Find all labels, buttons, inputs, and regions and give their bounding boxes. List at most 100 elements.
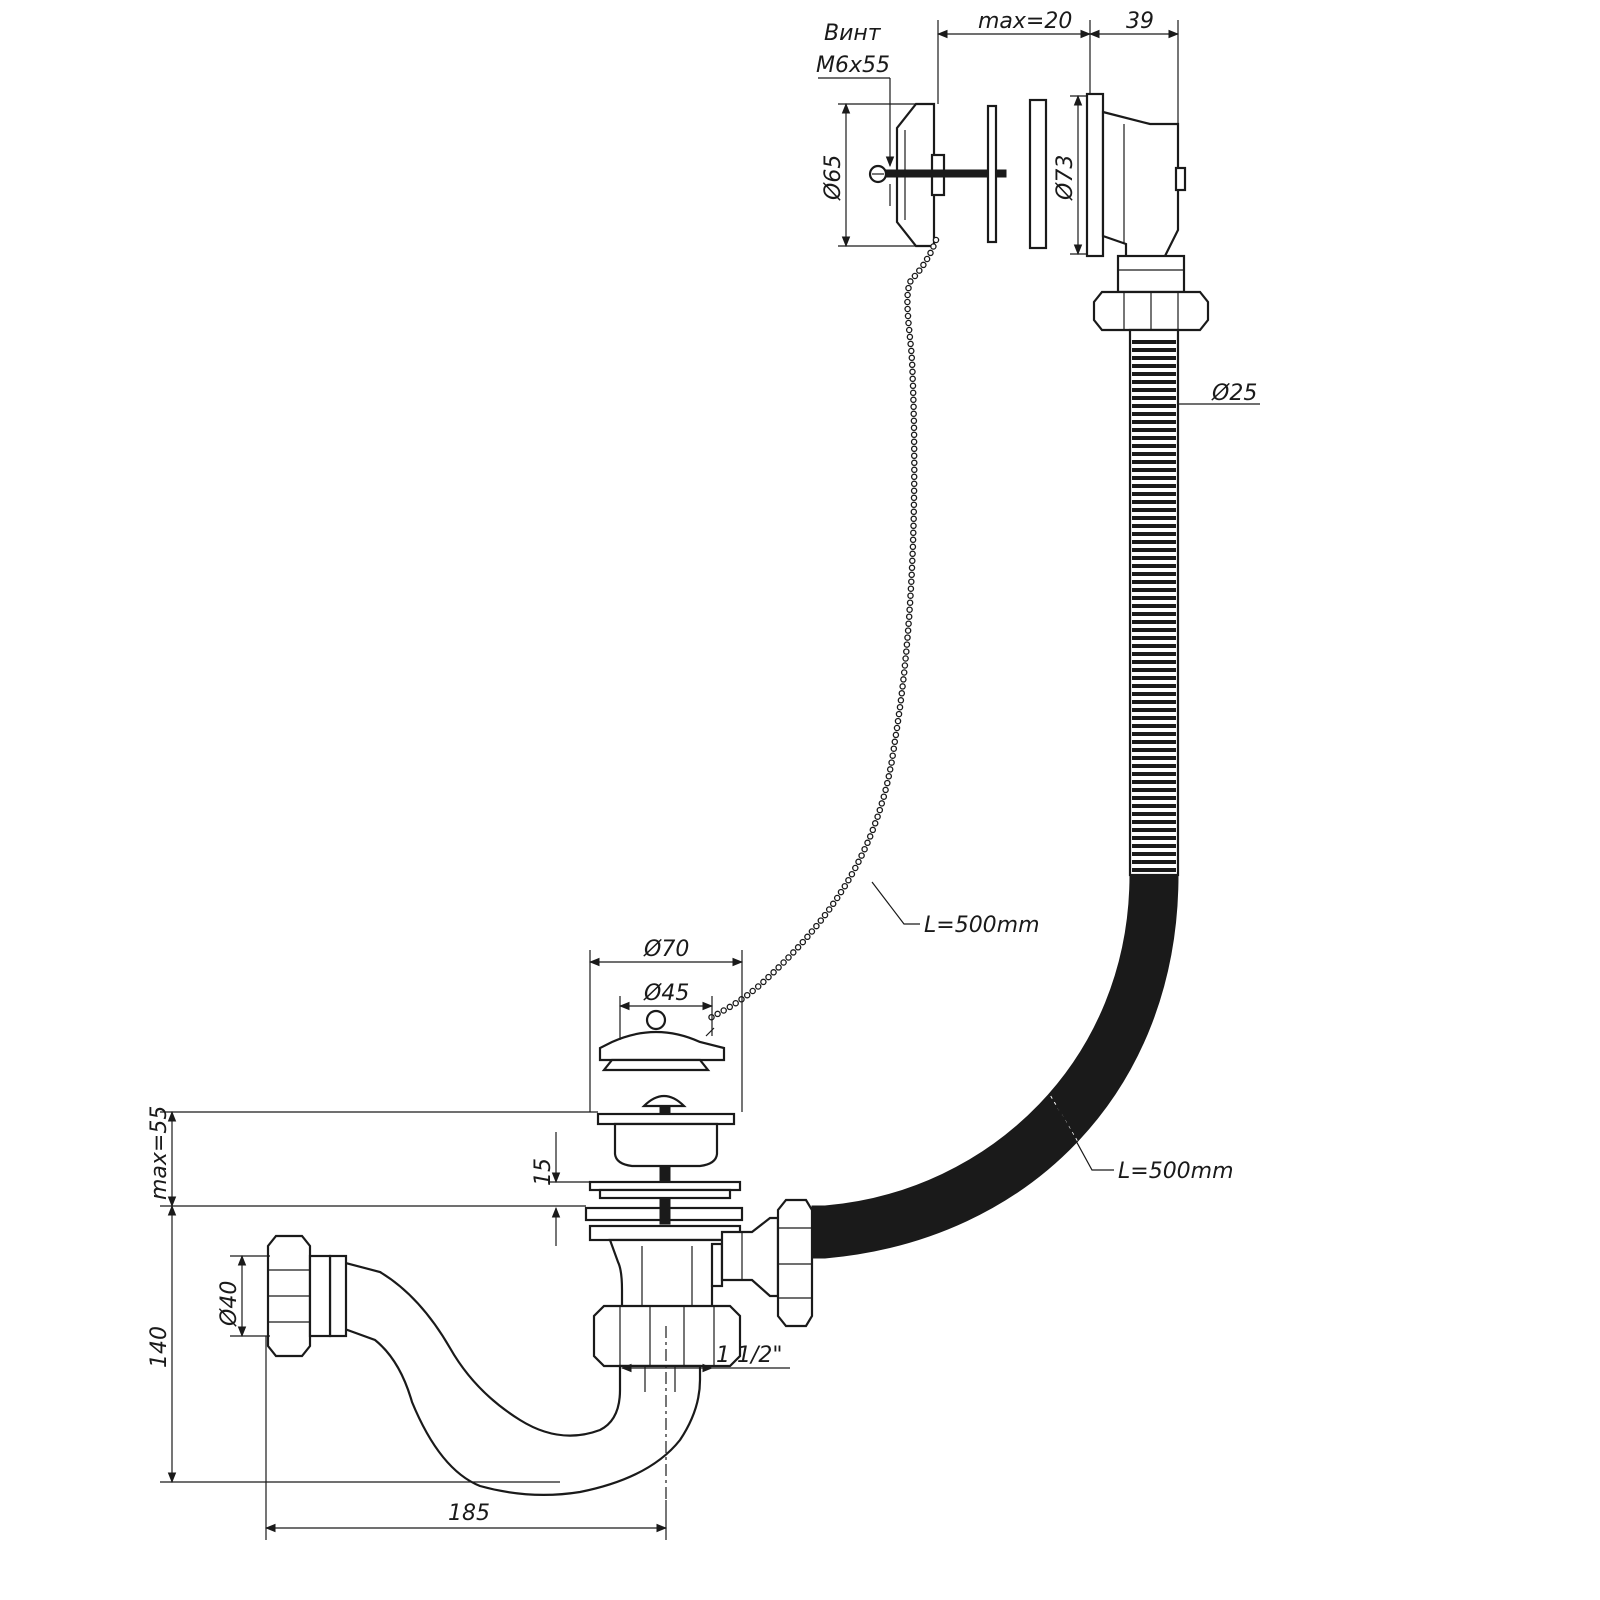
trap-width-label: 185 — [448, 1501, 490, 1526]
hose-rib — [1132, 772, 1176, 776]
chain-bead — [909, 543, 917, 551]
hose-rib — [1132, 404, 1176, 408]
hose-rib — [1132, 380, 1176, 384]
gasket-height-label: 15 — [531, 1158, 556, 1186]
strainer-grate — [596, 1112, 736, 1185]
chain-bead — [790, 949, 797, 956]
chain-bead — [871, 820, 879, 827]
chain-bead — [864, 839, 871, 847]
chain-bead — [878, 800, 886, 807]
hose-rib — [1132, 540, 1176, 544]
chain-bead — [893, 724, 901, 732]
chain-bead — [876, 806, 884, 814]
hose-rib — [1132, 724, 1176, 728]
hose-rib — [1132, 356, 1176, 360]
waste-outlet-assembly — [584, 1009, 814, 1368]
chain-bead — [858, 852, 865, 859]
hose-rib — [1132, 868, 1176, 872]
chain-bead — [910, 529, 917, 537]
chain-bead — [888, 759, 895, 766]
hose-rib — [1132, 364, 1176, 368]
chain-bead — [861, 845, 868, 853]
hose-dia-label: Ø25 — [1211, 381, 1257, 406]
hose-rib — [1132, 468, 1176, 472]
chain-bead — [896, 703, 904, 711]
hose-rib — [1132, 556, 1176, 560]
hose-rib — [1132, 396, 1176, 400]
chain-bead — [785, 954, 792, 961]
screw-title-label: Винт — [824, 21, 882, 46]
hose-rib — [1132, 460, 1176, 464]
hose-rib — [1132, 492, 1176, 496]
hose-rib — [1132, 764, 1176, 768]
chain-bead — [726, 1003, 734, 1011]
hose-rib — [1132, 796, 1176, 800]
hose-rib — [1132, 780, 1176, 784]
hose-rib — [1132, 812, 1176, 816]
hose-rib — [1132, 852, 1176, 856]
hose-rib — [1132, 644, 1176, 648]
chain-bead — [743, 991, 751, 999]
hose-rib — [1132, 572, 1176, 576]
hose-rib — [1132, 684, 1176, 688]
chain-bead — [904, 627, 912, 634]
chain-bead — [855, 858, 862, 866]
grate-screw — [641, 1094, 687, 1119]
chain-bead — [909, 389, 917, 397]
chain-bead — [837, 888, 845, 896]
hose-rib — [1132, 580, 1176, 584]
outlet-dia-label: Ø40 — [217, 1281, 242, 1327]
chain-bead — [889, 752, 896, 759]
overflow-flange-dia-label: Ø73 — [1053, 155, 1078, 201]
overflow-gasket-thick — [1028, 98, 1048, 250]
chain-bead — [910, 424, 918, 432]
chain-bead — [897, 697, 905, 704]
chain-bead — [720, 1007, 727, 1014]
chain-bead — [874, 813, 881, 820]
hose-rib — [1132, 612, 1176, 616]
chain-bead — [908, 347, 915, 355]
hose-rib — [1132, 436, 1176, 440]
chain-bead — [909, 368, 916, 376]
chain-bead — [833, 894, 841, 902]
hose-rib — [1132, 500, 1176, 504]
chain-length-label: L=500mm — [924, 913, 1040, 938]
chain-bead — [910, 522, 917, 530]
chain-bead — [905, 613, 913, 620]
chain-bead — [845, 876, 852, 884]
chain-bead — [901, 662, 909, 669]
clamp-gaskets — [584, 1180, 744, 1242]
overflow-body — [1085, 92, 1187, 294]
chain-bead — [714, 1010, 721, 1018]
chain-bead — [910, 410, 917, 418]
hose-rib — [1132, 844, 1176, 848]
bath-thickness-label: max=55 — [147, 1106, 172, 1200]
chain-bead — [799, 938, 807, 946]
chain-bead — [813, 922, 820, 930]
plug-dia-label: Ø45 — [643, 981, 689, 1006]
chain-bead — [885, 773, 893, 780]
chain-bead — [906, 599, 914, 606]
chain-bead — [906, 606, 913, 613]
dimensions — [160, 20, 1260, 1540]
chain-bead — [866, 833, 874, 840]
chain-bead — [749, 987, 756, 995]
hose-rib — [1132, 692, 1176, 696]
chain-bead — [884, 779, 891, 787]
hose-rib — [1132, 548, 1176, 552]
chain-bead — [910, 487, 918, 495]
chain-bead — [902, 655, 909, 662]
overflow-gasket-thin — [986, 104, 998, 244]
chain-bead — [909, 375, 916, 383]
overflow-gap-label: max=20 — [978, 9, 1072, 34]
chain-bead — [869, 826, 877, 834]
chain-bead — [891, 738, 899, 746]
chain-bead — [911, 466, 918, 474]
chain-bead — [910, 515, 917, 523]
hose-rib — [1132, 428, 1176, 432]
overflow-union-nut — [1092, 290, 1210, 332]
hose-rib — [1132, 860, 1176, 864]
hose-rib — [1132, 484, 1176, 488]
chain-bead — [907, 340, 914, 348]
hose-rib — [1132, 340, 1176, 344]
